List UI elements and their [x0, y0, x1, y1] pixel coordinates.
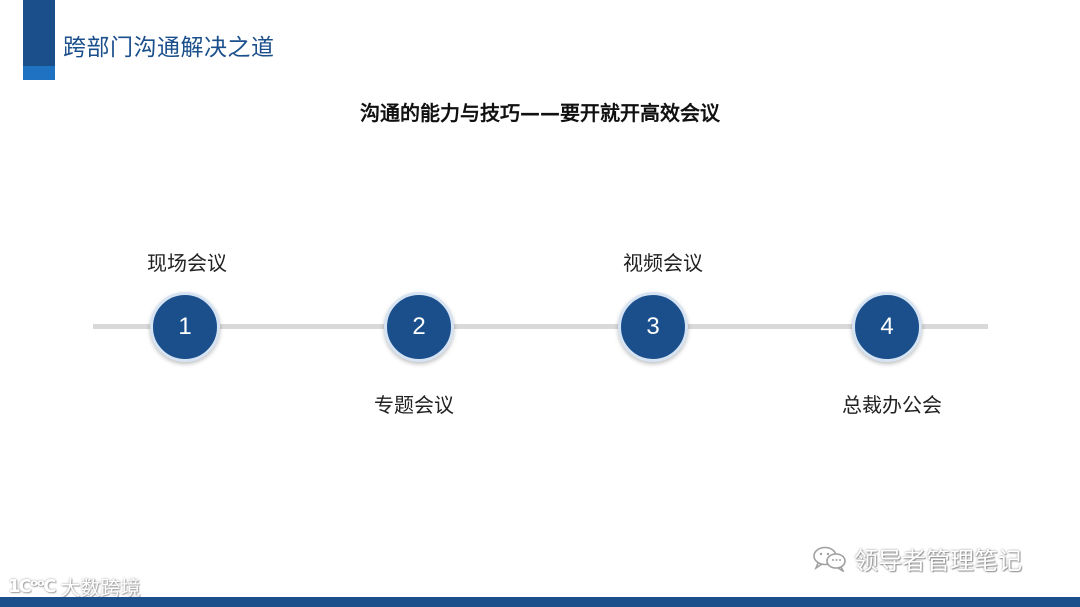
step-circle-3: 3 [618, 292, 688, 362]
title-accent-bar [23, 0, 55, 66]
brand-logo-icon: 1CᵒᵒC [8, 576, 56, 597]
timeline-line [93, 324, 988, 329]
watermark-left-text: 大数跨境 [60, 576, 141, 600]
step-circle-1: 1 [150, 292, 220, 362]
step-label-3: 视频会议 [623, 251, 703, 275]
wechat-icon [812, 546, 848, 573]
footer-band [0, 597, 1080, 607]
step-circle-2: 2 [384, 292, 454, 362]
step-circle-4: 4 [852, 292, 922, 362]
step-label-1: 现场会议 [147, 251, 227, 275]
watermark-left: 1CᵒᵒC 大数跨境 [8, 572, 141, 601]
step-label-4: 总裁办公会 [842, 393, 942, 417]
title-accent-bar-tip [23, 66, 55, 80]
watermark-right-text: 领导者管理笔记 [854, 547, 1022, 575]
watermark-right: 领导者管理笔记 [812, 541, 1022, 576]
slide-subtitle: 沟通的能力与技巧——要开就开高效会议 [360, 101, 720, 125]
slide-title: 跨部门沟通解决之道 [63, 35, 275, 61]
step-label-2: 专题会议 [374, 393, 454, 417]
